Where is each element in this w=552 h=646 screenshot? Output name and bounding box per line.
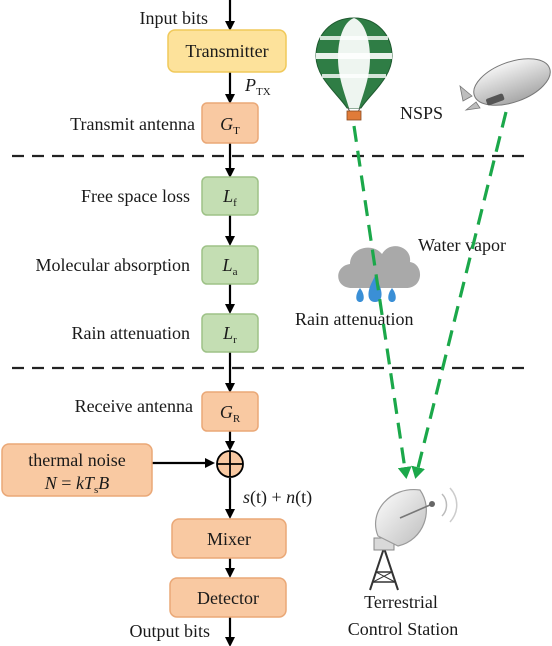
station-label-line1: Terrestrial — [364, 592, 438, 612]
signal-plus-noise-label: s(t) + n(t) — [243, 487, 312, 508]
output-bits-label: Output bits — [129, 621, 210, 641]
la-block — [201, 245, 259, 285]
ptx-label: PTX — [244, 75, 271, 98]
transmit-antenna-label: Transmit antenna — [70, 114, 195, 134]
lf-symbol: Lf — [222, 186, 237, 209]
molecular-absorption-label: Molecular absorption — [36, 255, 190, 275]
la-symbol: La — [222, 255, 238, 278]
mixer-label: Mixer — [207, 529, 251, 549]
mixer-block — [171, 518, 287, 559]
station-label-line2: Control Station — [348, 619, 459, 639]
rain-attenuation-scene-label: Rain attenuation — [295, 309, 413, 329]
transmitter-label: Transmitter — [185, 41, 268, 61]
gt-block — [201, 102, 259, 144]
hot-air-balloon-icon — [315, 17, 393, 121]
receive-antenna-label: Receive antenna — [75, 396, 193, 416]
water-vapor-label: Water vapor — [418, 235, 506, 255]
gr-block — [201, 391, 259, 432]
gr-symbol: GR — [220, 402, 241, 425]
lf-block — [201, 176, 259, 216]
airship-icon — [459, 58, 551, 111]
detector-block — [169, 577, 287, 618]
detector-label: Detector — [197, 588, 259, 608]
satellite-dish-icon — [369, 487, 458, 591]
transmitter-block — [167, 29, 287, 73]
noise-formula: N = kTsB — [44, 473, 109, 496]
airship-beam-arrow — [411, 111, 508, 479]
free-space-loss-label: Free space loss — [81, 186, 190, 206]
rain-cloud-icon — [338, 246, 421, 302]
nsps-label: NSPS — [400, 103, 443, 123]
thermal-noise-block — [1, 443, 153, 497]
lr-symbol: Lr — [222, 323, 237, 346]
lr-block — [201, 313, 259, 353]
summing-junction — [216, 450, 244, 478]
balloon-beam-arrow — [352, 125, 412, 479]
gt-symbol: GT — [220, 114, 240, 137]
thermal-noise-label: thermal noise — [28, 450, 125, 470]
rain-attenuation-chain-label: Rain attenuation — [72, 323, 190, 343]
input-bits-label: Input bits — [139, 8, 208, 28]
